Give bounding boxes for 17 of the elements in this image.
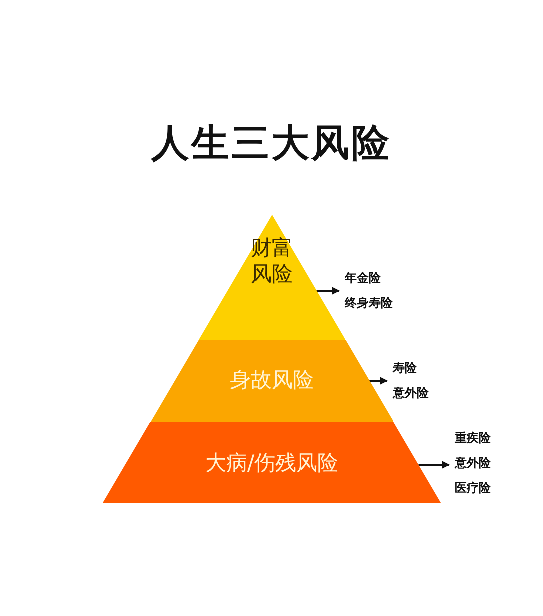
insurance-type: 意外险	[455, 455, 491, 472]
insurance-type: 医疗险	[455, 480, 491, 497]
pyramid-base-band	[103, 422, 441, 503]
band-label: 财富风险	[250, 235, 294, 287]
arrow	[418, 461, 450, 469]
arrow	[369, 377, 388, 385]
title: 人生三大风险	[150, 120, 392, 167]
arrow	[316, 287, 340, 295]
pyramid-top-band	[198, 215, 346, 340]
pyramid-middle-band	[150, 340, 394, 422]
insurance-type: 年金险	[345, 270, 382, 287]
insurance-type: 寿险	[393, 360, 418, 377]
band-label: 大病/伤残风险	[204, 450, 340, 476]
insurance-type: 意外险	[393, 385, 429, 402]
band-label: 身故风险	[229, 367, 315, 393]
insurance-type: 终身寿险	[345, 295, 393, 312]
insurance-type: 重疾险	[455, 430, 491, 447]
